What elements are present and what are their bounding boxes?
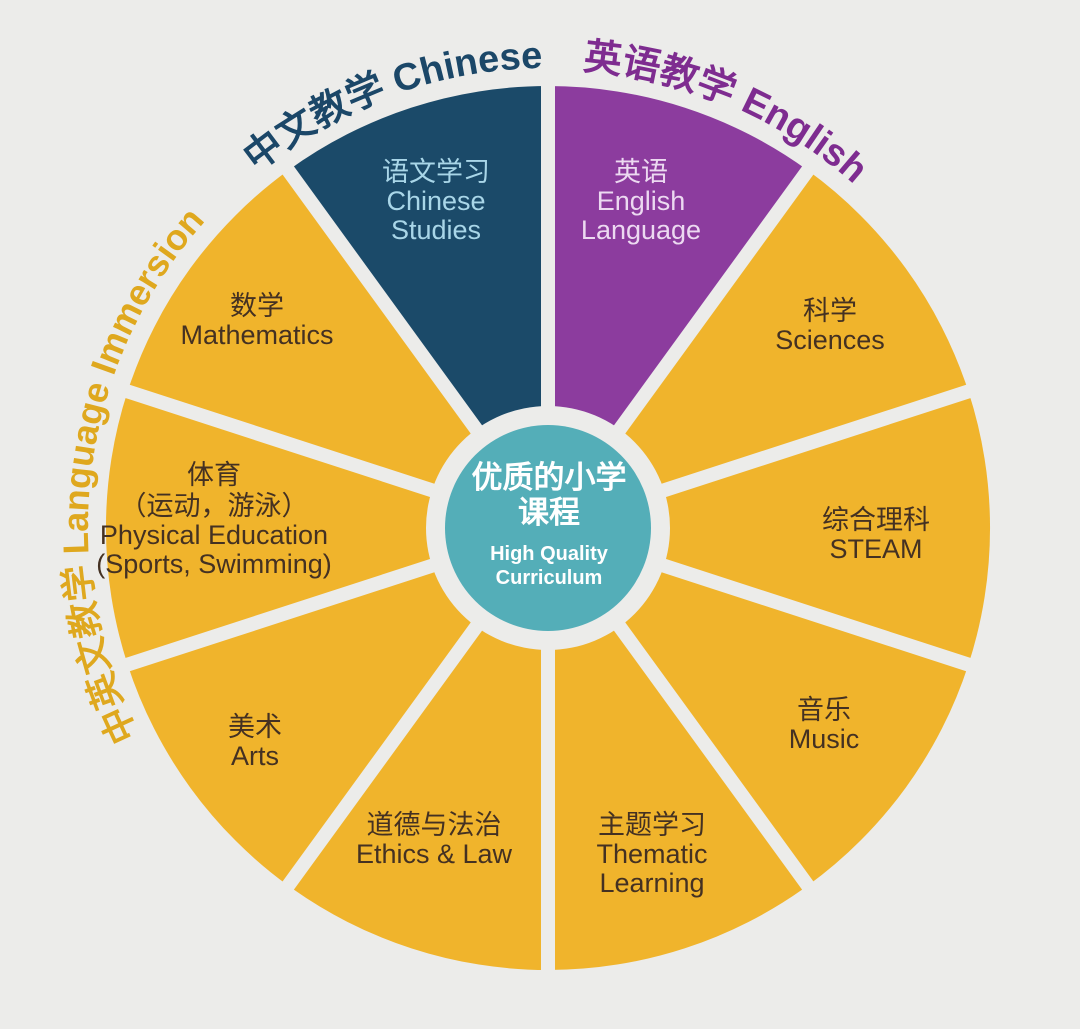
segment-sciences-wedge — [548, 170, 969, 528]
label-chinese-studies-en2: Studies — [391, 215, 481, 245]
label-steam-en: STEAM — [829, 534, 922, 564]
segment-mathematics-wedge — [127, 170, 548, 528]
segment-arts-wedge — [127, 528, 548, 886]
wheel-segments — [105, 86, 991, 970]
hub-label: 优质的小学 课程 High Quality Curriculum — [472, 460, 627, 589]
label-thematic-zh: 主题学习 — [598, 810, 706, 840]
label-steam-zh: 综合理科 — [822, 505, 930, 535]
segment-music-wedge — [548, 528, 969, 886]
label-arts-zh: 美术 — [228, 712, 282, 742]
label-pe-zh2: （运动，游泳） — [120, 491, 309, 521]
label-pe-en1: Physical Education — [100, 520, 328, 550]
label-thematic-en2: Learning — [599, 868, 704, 898]
hub-circle — [445, 425, 651, 631]
hub-en-line2: Curriculum — [496, 567, 603, 589]
label-english-language-en1: English — [597, 186, 686, 216]
label-ethics-zh: 道德与法治 — [367, 810, 502, 840]
label-music-zh: 音乐 — [797, 695, 851, 725]
label-arts-en: Arts — [231, 741, 279, 771]
segment-english-language-wedge — [548, 86, 808, 528]
segment-ethics-law-wedge — [288, 528, 548, 970]
hub-en-line1: High Quality — [490, 543, 609, 565]
segment-thematic-learning-wedge — [548, 528, 808, 970]
label-math-en: Mathematics — [180, 320, 333, 350]
label-english-language-zh: 英语 — [614, 157, 668, 187]
label-sciences-en: Sciences — [775, 325, 885, 355]
segment-physical-education-wedge — [105, 391, 548, 665]
label-music-en: Music — [789, 724, 860, 754]
label-sciences-zh: 科学 — [803, 296, 857, 326]
label-english-language-en2: Language — [581, 215, 701, 245]
hub-zh-line1: 优质的小学 — [472, 460, 627, 495]
label-pe-zh1: 体育 — [187, 460, 241, 490]
label-chinese-studies-zh: 语文学习 — [382, 157, 490, 187]
segment-steam-wedge — [548, 391, 991, 665]
label-thematic-en1: Thematic — [596, 839, 707, 869]
label-chinese-studies-en1: Chinese — [386, 186, 485, 216]
segment-chinese-studies-wedge — [288, 86, 548, 528]
segment-labels: 英语 English Language 科学 Sciences 综合理科 STE… — [96, 157, 930, 898]
label-pe-en2: (Sports, Swimming) — [96, 549, 332, 579]
label-ethics-en: Ethics & Law — [356, 839, 513, 869]
label-math-zh: 数学 — [230, 291, 284, 321]
hub-zh-line2: 课程 — [518, 495, 580, 530]
